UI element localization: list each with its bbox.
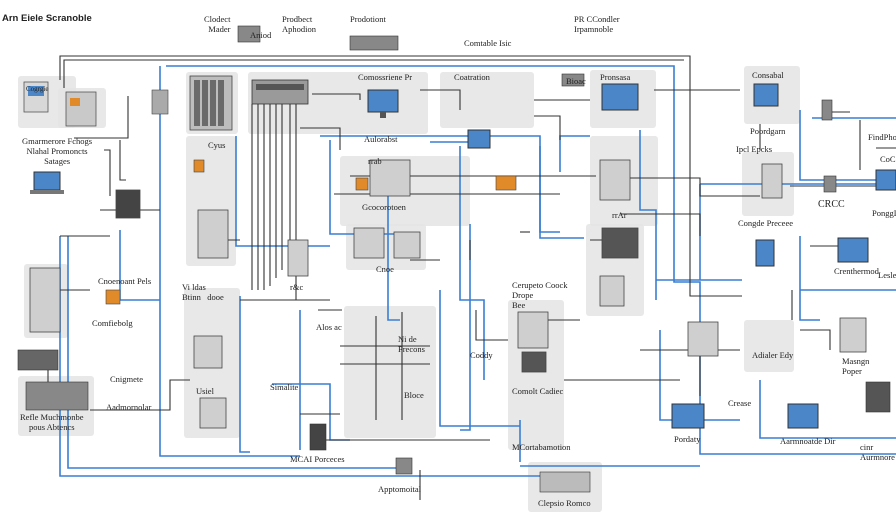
machine-icon	[29, 159, 867, 429]
label-coddy: Coddy	[470, 350, 493, 360]
header-label-1: Clodect Mader	[204, 14, 231, 34]
label-masngn: Masngn Poper	[842, 356, 870, 376]
label-congde: Congde Preceee	[738, 218, 793, 228]
label-cnoenoant: Cnoenoant Pels	[98, 276, 152, 286]
label-cinr: cinr Aurmnore	[860, 442, 895, 462]
panel-lower-center	[344, 306, 436, 438]
header-label-2: Prodbect Aphodion	[282, 14, 316, 34]
label-cyus: Cyus	[208, 140, 226, 150]
label-crcc: CRCC	[818, 199, 845, 210]
header-label-3: Prodotiont	[350, 14, 386, 24]
label-poordgarn: Poordgarn	[750, 126, 786, 136]
panel-right-lower	[744, 320, 794, 372]
label-coatration: Coatration	[454, 72, 490, 82]
label-comolt: Comolt Cadiec	[512, 386, 564, 396]
label-bloce: Bloce	[404, 390, 424, 400]
label-aarmnoatde: Aarmnoatde Dir	[780, 436, 836, 446]
label-clepsio: Clepsio Romco	[538, 498, 591, 508]
label-comfiebolg: Comfiebolg	[92, 318, 133, 328]
label-rrar: rrAr	[612, 210, 627, 220]
label-crease: Crease	[728, 398, 752, 408]
label-mcortab: MCortabamotion	[512, 442, 571, 452]
label-mcai: MCAI Porceces	[290, 454, 345, 464]
label-ponggder: PonggDer	[872, 208, 896, 218]
plc-rack-icon	[151, 75, 233, 131]
label-cogrgie: Cogrgie	[26, 85, 49, 93]
header-label-4: PR CCondler Irpamnoble	[574, 14, 620, 34]
label-cococn: CoCocn	[880, 154, 896, 164]
header-label-5: Comtable Isic	[464, 38, 512, 48]
label-cnigmete: Cnigmete	[110, 374, 144, 384]
label-consabal: Consabal	[752, 70, 784, 80]
label-comossriene: Comossriene Pr	[358, 72, 413, 82]
label-rc: r&c	[290, 282, 304, 292]
sensor-icon	[17, 25, 891, 493]
label-vildas: Vi ldas Btinn dooe	[182, 282, 224, 302]
label-adialer: Adialer Edy	[752, 350, 794, 360]
label-pordaty: Pordaty	[674, 434, 701, 444]
label-rrab: rrab	[368, 156, 382, 166]
label-nide: Ni de Precons	[398, 334, 425, 354]
panel-center-top-right	[440, 72, 534, 128]
controller-icon	[23, 81, 97, 127]
label-refle: Refle Muchmonbe pous Abtencs	[20, 412, 84, 432]
label-alosac: Alos ac	[316, 322, 342, 332]
label-lesle: Lesle	[878, 270, 896, 280]
label-usiel: Usiel	[196, 386, 214, 396]
label-ipcl: Ipcl Epcks	[736, 144, 773, 154]
label-bioac: Bioac	[566, 76, 586, 86]
motor-icon	[105, 159, 517, 305]
monitor-icon	[367, 83, 896, 429]
label-aadmornolar: Aadmornolar	[106, 402, 152, 412]
label-aulorabst: Aulorabst	[364, 134, 398, 144]
label-findphogs: FindPhogs	[868, 132, 896, 142]
dark-wires	[47, 55, 896, 500]
terminal-block-icon	[251, 79, 309, 105]
label-apptomoital: Apptomoital	[378, 484, 421, 494]
label-cerupeto: Cerupeto Coock Drope Bee	[512, 280, 568, 310]
label-pronsasa: Pronsasa	[600, 72, 631, 82]
label-simalite: Simalite	[270, 382, 299, 392]
label-gcocorotoen: Gcocorotoen	[362, 202, 406, 212]
label-aniod: Aniod	[250, 30, 272, 40]
label-crenthermod: Crenthermod	[834, 266, 879, 276]
laptop-icon	[30, 171, 64, 194]
logo-text: Arn Eiele Scranoble	[2, 13, 92, 24]
label-cnoe: Cnoe	[376, 264, 394, 274]
label-gmarmerore: Gmarmerore Fchogs Nlahal Promoncts Satag…	[22, 136, 93, 166]
